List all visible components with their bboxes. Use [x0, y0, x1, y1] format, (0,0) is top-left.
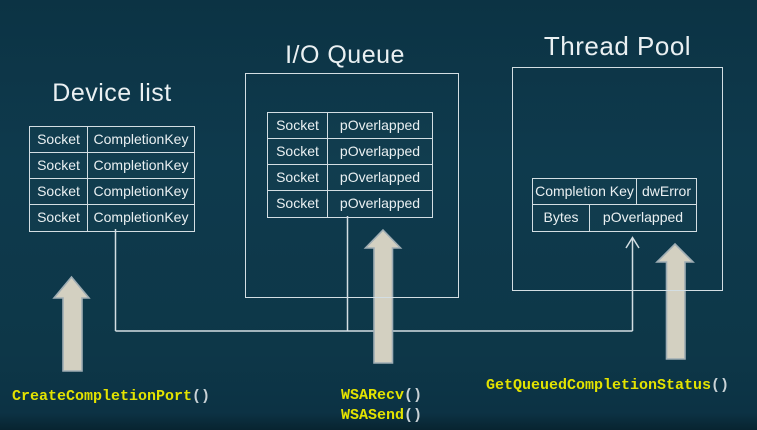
wsasend-label: WSASend() [341, 407, 422, 424]
thread-pool-title: Thread Pool [543, 31, 692, 61]
table-cell: pOverlapped [339, 195, 421, 211]
table-cell: pOverlapped [328, 113, 432, 139]
function-parens: () [404, 407, 423, 424]
function-name: GetQueuedCompletionStatus [486, 377, 712, 394]
thread-pool-table: Completion Key dwError Bytes pOverlapped [532, 178, 697, 232]
up-arrow-create-completion-port-icon [52, 275, 91, 372]
table-row: Socket CompletionKey [30, 153, 194, 179]
table-cell: dwError [637, 179, 696, 205]
table-cell: Socket [30, 205, 88, 231]
function-parens: () [192, 388, 211, 405]
get-queued-completion-status-label: GetQueuedCompletionStatus() [486, 377, 729, 394]
create-completion-port-label: CreateCompletionPort() [12, 388, 210, 405]
device-list-title: Device list [52, 79, 172, 107]
device-list-table: Socket CompletionKey Socket CompletionKe… [29, 126, 195, 232]
table-cell: Socket [268, 191, 328, 217]
wsarecv-label: WSARecv() [341, 387, 422, 404]
table-cell: pOverlapped [602, 209, 684, 225]
table-row: Socket pOverlapped [268, 139, 432, 165]
table-cell: Socket [268, 139, 328, 165]
table-cell: Socket [30, 127, 88, 153]
table-cell: CompletionKey [88, 153, 194, 179]
table-row: Socket CompletionKey [30, 127, 194, 153]
table-row: Socket CompletionKey [30, 179, 194, 205]
function-parens: () [711, 377, 730, 394]
function-name: CreateCompletionPort [12, 388, 193, 405]
io-queue-box [245, 73, 459, 298]
table-cell: Completion Key [533, 179, 637, 205]
function-name: WSASend [341, 407, 405, 424]
table-cell: CompletionKey [93, 209, 189, 225]
table-cell: Socket [268, 165, 328, 191]
table-cell: Bytes [533, 205, 590, 231]
table-row: Socket pOverlapped [268, 191, 432, 217]
table-cell: CompletionKey [88, 127, 194, 153]
function-name: WSARecv [341, 387, 405, 404]
io-queue-title: I/O Queue [285, 41, 405, 69]
table-cell: pOverlapped [328, 139, 432, 165]
table-cell: Socket [268, 113, 328, 139]
function-parens: () [404, 387, 423, 404]
table-cell: Socket [30, 179, 88, 205]
thread-pool-box [512, 67, 723, 291]
table-cell: CompletionKey [88, 179, 194, 205]
table-row: Socket pOverlapped [268, 113, 432, 139]
io-queue-table: Socket pOverlapped Socket pOverlapped So… [267, 112, 433, 218]
table-cell: pOverlapped [328, 165, 432, 191]
table-cell: Socket [30, 153, 88, 179]
table-row: Completion Key dwError [533, 179, 696, 205]
table-row: Bytes pOverlapped [533, 205, 696, 231]
table-row: Socket CompletionKey [30, 205, 194, 231]
table-row: Socket pOverlapped [268, 165, 432, 191]
